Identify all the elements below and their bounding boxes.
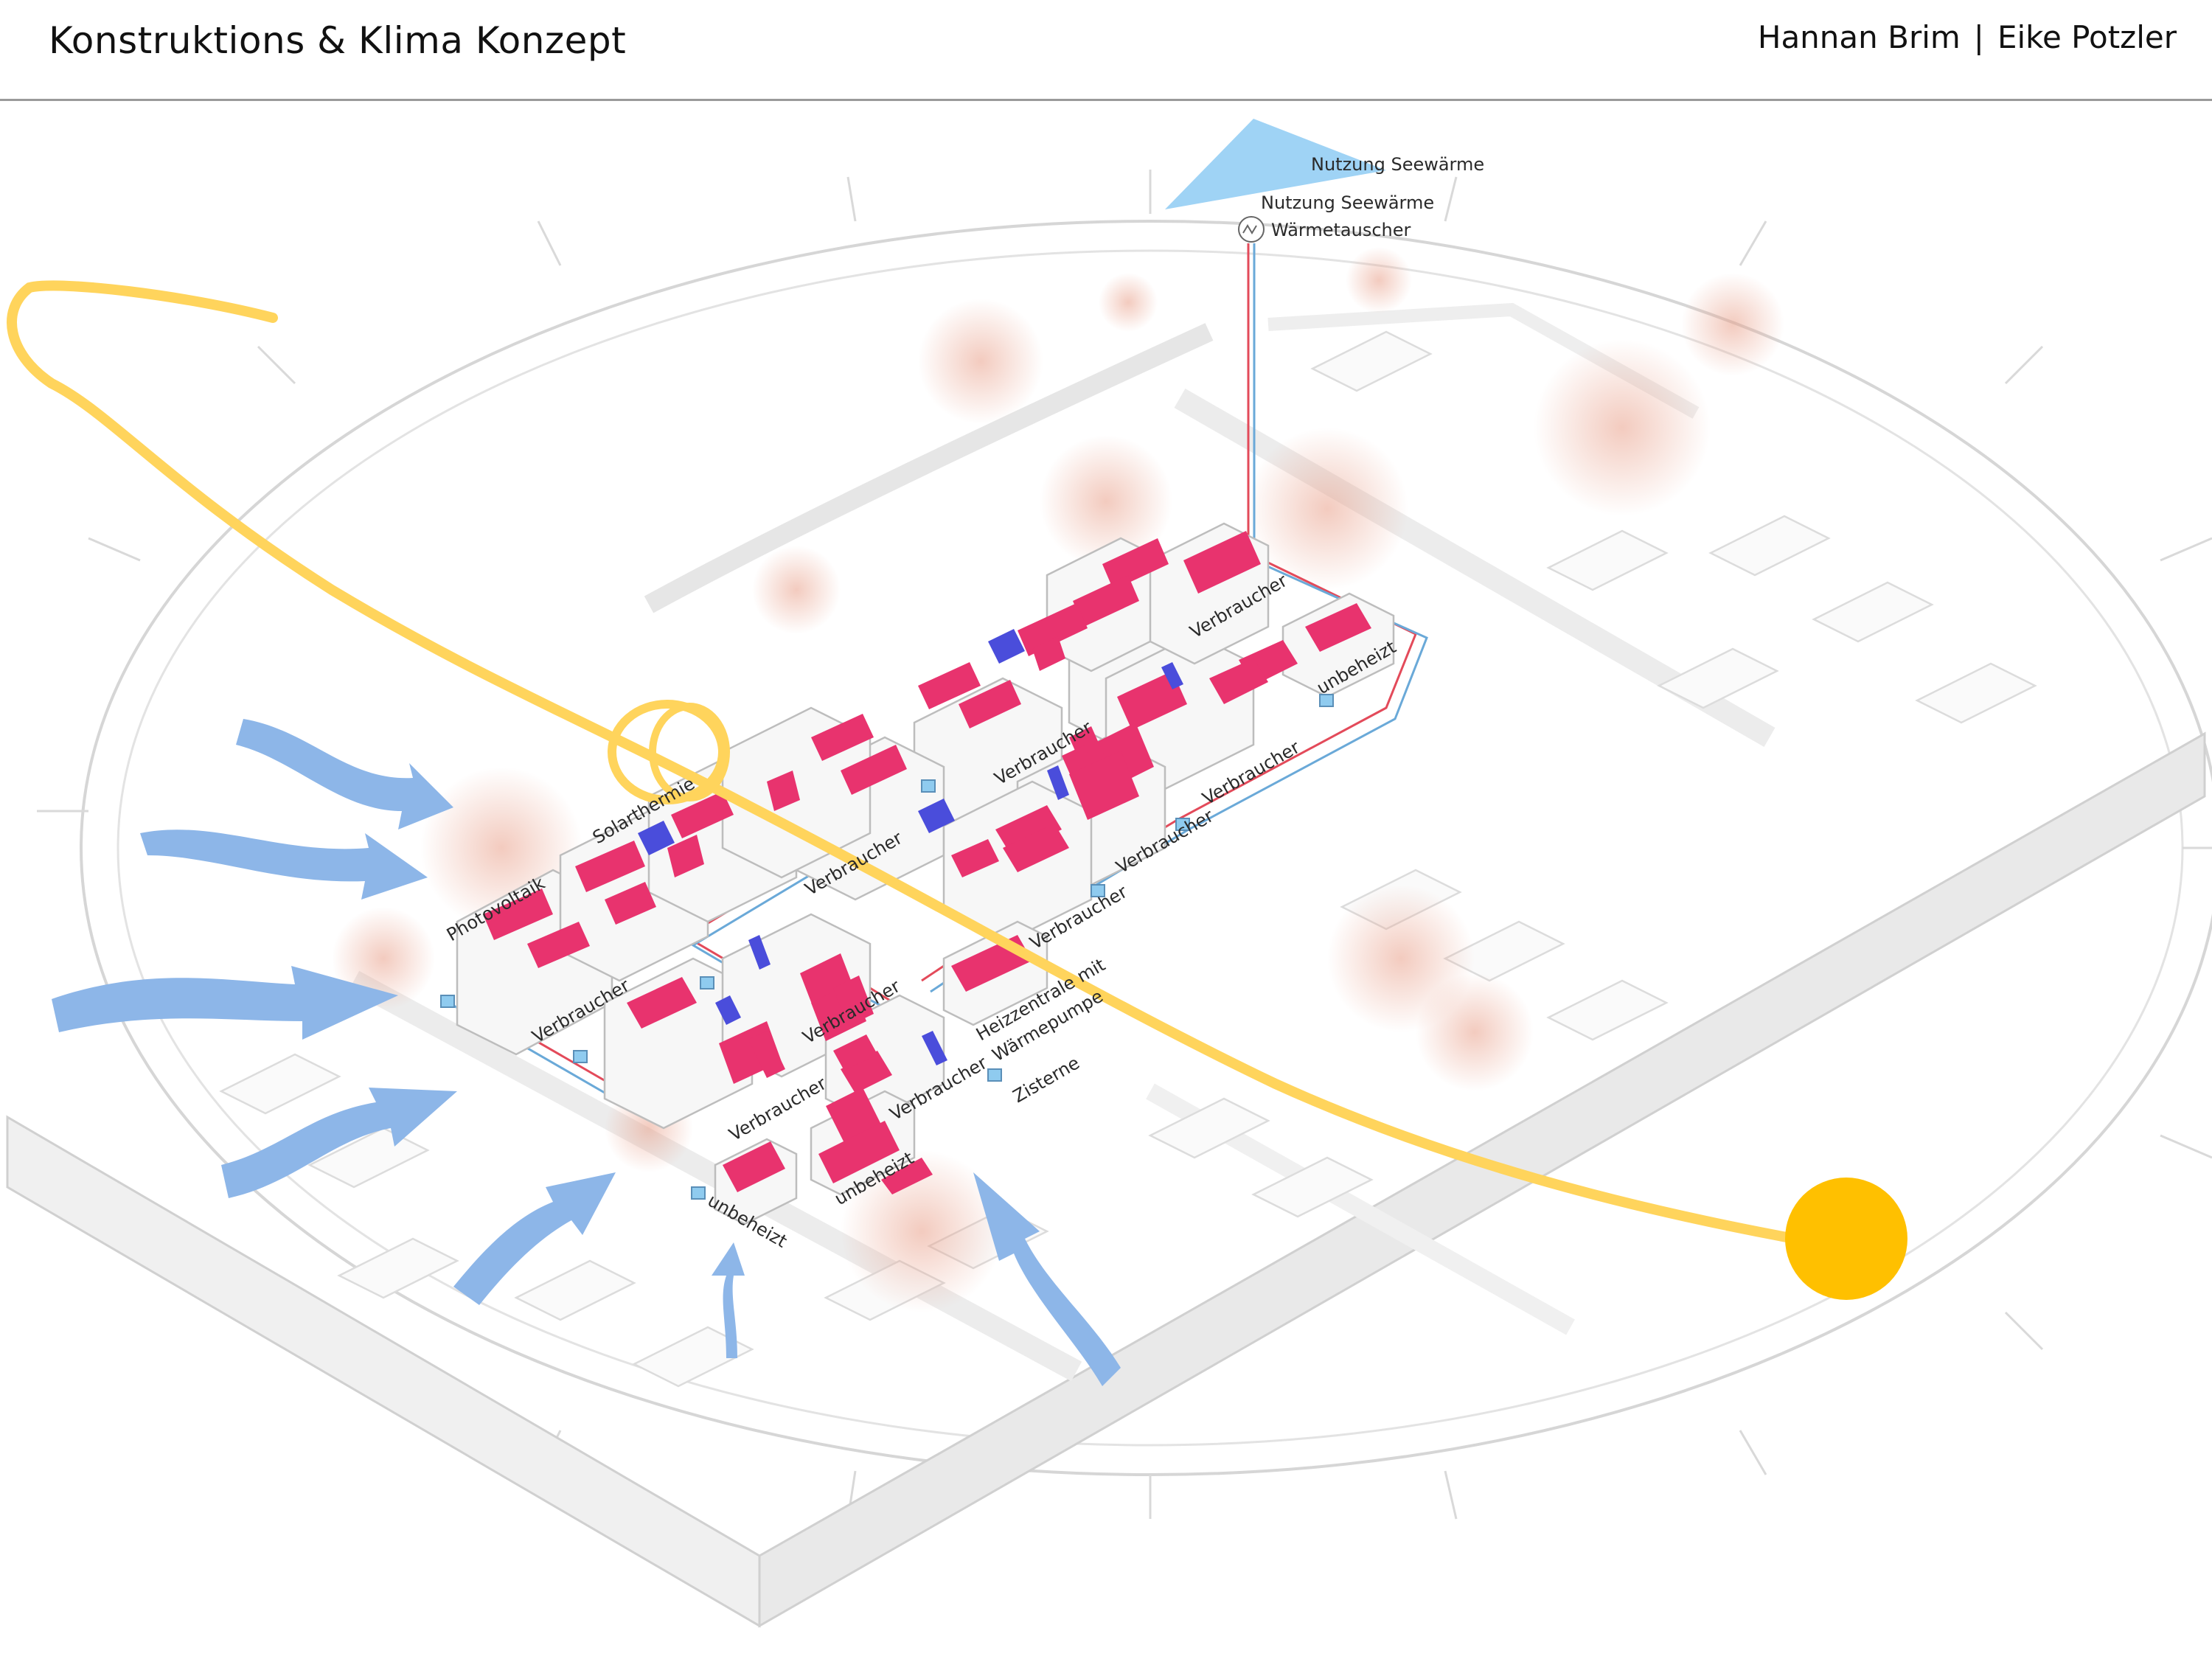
heat-exchanger-label: Wärmetauscher — [1271, 220, 1411, 240]
author-name: Hannan Brim — [1757, 19, 1961, 55]
author-name: Eike Potzler — [1997, 19, 2177, 55]
author-separator: | — [1973, 19, 1984, 55]
wind-arrow-icon — [712, 1242, 745, 1358]
wind-arrow-icon — [52, 966, 398, 1040]
cistern-icons — [440, 694, 1334, 1200]
wind-arrow-icon — [973, 1172, 1121, 1386]
authors: Hannan Brim | Eike Potzler — [1758, 19, 2177, 55]
roof-surfaces — [483, 531, 1371, 1194]
page-header: Konstruktions & Klima Konzept Hannan Bri… — [0, 0, 2212, 101]
buildings — [456, 522, 1395, 1225]
wind-arrow-icon — [236, 719, 453, 830]
sky-dome — [37, 170, 2212, 1520]
lake-heat-label: Nutzung Seewärme — [1261, 192, 1434, 213]
sun-icon — [1785, 1178, 1907, 1300]
sun-path — [7, 280, 1907, 1300]
wind-arrows — [52, 719, 1121, 1386]
wind-arrow-icon — [140, 830, 428, 900]
wind-arrow-icon — [221, 1088, 457, 1198]
lake-heat-source: Nutzung Seewärme Nutzung Seewärme Wärmet… — [1165, 119, 1484, 560]
lake-heat-label: Nutzung Seewärme — [1311, 154, 1484, 175]
cistern-label: Zisterne — [1009, 1052, 1083, 1107]
site-axonometric-diagram: Nutzung Seewärme Nutzung Seewärme Wärmet… — [6, 119, 2212, 1628]
solar-thermal-panels — [638, 629, 1183, 1065]
heat-exchanger-icon — [1238, 216, 1265, 243]
wind-arrow-icon — [453, 1172, 616, 1305]
page-title: Konstruktions & Klima Konzept — [49, 19, 627, 62]
